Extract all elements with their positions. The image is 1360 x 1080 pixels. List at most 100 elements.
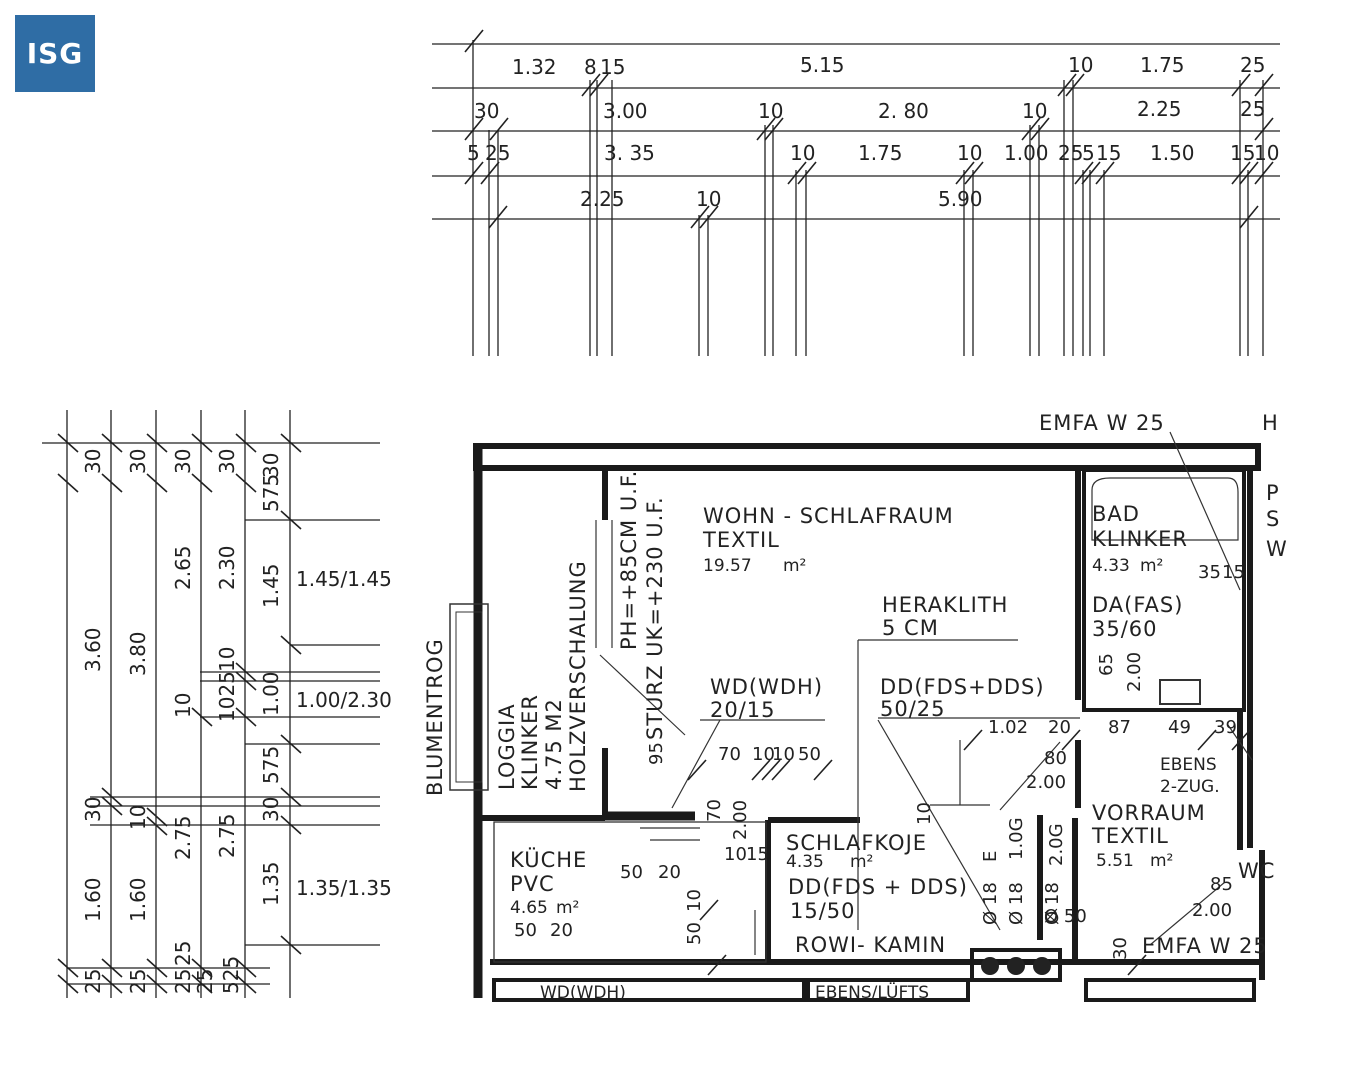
dim-t21: 1.00 — [1004, 141, 1049, 165]
dim-t17: 3. 35 — [604, 141, 655, 165]
room-bad-unit: m² — [1140, 556, 1163, 576]
edge-r4: W — [1266, 537, 1288, 561]
room-labels: WOHN - SCHLAFRAUM TEXTIL 19.57 m² BAD KL… — [495, 502, 1206, 923]
dim-l10: 2.30 — [215, 545, 239, 590]
dim-p11: 49 — [1168, 717, 1191, 738]
room-vorraum-area: 5.51 — [1096, 851, 1134, 871]
note-ebens: EBENS — [1160, 755, 1217, 775]
dim-l6: 575 — [259, 474, 283, 512]
note-emfa-bottom: EMFA W 25 — [1142, 934, 1268, 958]
dim-p35: 85 — [1210, 874, 1233, 895]
dim-l19: 2.75 — [171, 815, 195, 860]
dim-p4: 10 — [772, 744, 795, 765]
dim-l13: 1025 — [215, 671, 239, 722]
dim-l22: 1.60 — [81, 877, 105, 922]
dim-p20: 2.00 — [730, 800, 751, 840]
dim-l16: 575 — [259, 746, 283, 784]
note-heraklith-dim: 5 CM — [882, 616, 939, 640]
room-kueche-unit: m² — [556, 898, 579, 918]
dim-t12: 10 — [1022, 99, 1047, 123]
edge-r5: WC — [1238, 859, 1275, 883]
room-wohn-unit: m² — [783, 556, 806, 576]
note-emfa-top: EMFA W 25 — [1039, 411, 1165, 435]
window-size-3: 1.35/1.35 — [296, 876, 392, 900]
room-schlafkoje-name: SCHLAFKOJE — [786, 831, 927, 855]
dim-l11: 1.45 — [259, 563, 283, 608]
dim-p34: Ø 50 — [1044, 906, 1087, 927]
dim-l8: 3.80 — [126, 631, 150, 676]
dim-p18: 20 — [658, 862, 681, 883]
dim-t22: 25 — [1058, 141, 1083, 165]
dim-l9: 2.65 — [171, 545, 195, 590]
dim-l29: 25 — [193, 969, 217, 994]
dim-p1: 95 — [646, 742, 667, 765]
room-loggia-floor: KLINKER — [518, 694, 542, 790]
room-wohn-name: WOHN - SCHLAFRAUM — [703, 504, 954, 528]
dim-t27: 10 — [1254, 141, 1279, 165]
note-dd: DD(FDS+DDS) — [880, 675, 1045, 699]
room-bad-area: 4.33 — [1092, 556, 1130, 576]
room-kueche-name: KÜCHE — [510, 847, 587, 872]
dim-t25: 1.50 — [1150, 141, 1195, 165]
dim-t26: 15 — [1230, 141, 1255, 165]
dim-p6: 1.02 — [988, 717, 1028, 738]
room-schlafkoje-unit: m² — [850, 852, 873, 872]
dim-t11: 2. 80 — [878, 99, 929, 123]
dim-p22: 15 — [746, 844, 769, 865]
dim-p25: 50 — [684, 922, 705, 945]
dim-t4: 5.15 — [800, 53, 845, 77]
dim-t15: 5 — [467, 141, 480, 165]
dim-l18: 10 — [126, 805, 150, 830]
dim-l27: 25 — [126, 969, 150, 994]
edge-r2: P — [1266, 481, 1280, 505]
isg-logo: ISG — [15, 15, 95, 92]
left-dimension-chains: 30 30 30 30 30 575 3.60 3.80 2.65 2.30 1… — [42, 410, 392, 998]
dim-t10: 10 — [758, 99, 783, 123]
right-edge-labels: H P S W WC — [1238, 411, 1288, 883]
dim-l23: 1.60 — [126, 877, 150, 922]
dim-t6: 1.75 — [1140, 53, 1185, 77]
note-heraklith: HERAKLITH — [882, 593, 1008, 617]
dim-p33: Ø 18 — [1042, 882, 1063, 925]
room-schlafkoje-area: 4.35 — [786, 852, 824, 872]
dim-p29: 2.0G — [1046, 823, 1067, 866]
note-rowi-kamin: ROWI- KAMIN — [795, 933, 946, 957]
dim-p23: 50 — [514, 920, 537, 941]
dim-l3: 30 — [171, 449, 195, 474]
dim-p28: 1.0G — [1006, 817, 1027, 860]
dim-l24: 1.35 — [259, 861, 283, 906]
room-loggia-name: LOGGIA — [495, 703, 519, 790]
dim-l1: 30 — [81, 449, 105, 474]
room-bad-floor: KLINKER — [1092, 527, 1188, 551]
dim-t5: 10 — [1068, 53, 1093, 77]
note-sturz: STURZ UK=+230 U.F. — [643, 496, 667, 740]
dim-t23: 5 — [1082, 141, 1095, 165]
dim-t30: 5.90 — [938, 187, 983, 211]
dim-l28: 25 — [171, 969, 195, 994]
dim-t9: 3.00 — [603, 99, 648, 123]
note-ebens-bottom: EBENS/LÜFTS — [815, 981, 929, 1003]
dim-p2: 70 — [718, 744, 741, 765]
dim-l21: 30 — [259, 797, 283, 822]
dim-l17: 30 — [81, 797, 105, 822]
dim-p5: 50 — [798, 744, 821, 765]
dim-l5: 30 — [259, 453, 283, 478]
dim-t14: 25 — [1240, 97, 1265, 121]
window-size-2: 1.00/2.30 — [296, 688, 392, 712]
annotations: EMFA W 25 EMFA W 25 BLUMENTROG HOLZVERSC… — [423, 411, 1268, 1003]
room-wohn-area: 19.57 — [703, 556, 752, 576]
note-holzverschalung: HOLZVERSCHALUNG — [566, 560, 590, 792]
dim-t20: 10 — [957, 141, 982, 165]
dim-t16: 25 — [485, 141, 510, 165]
room-vorraum-name: VORRAUM — [1092, 801, 1206, 825]
dim-p31: Ø 18 — [980, 882, 1001, 925]
dim-t1: 1.32 — [512, 55, 557, 79]
dim-p7: 20 — [1048, 717, 1071, 738]
note-wd-bottom: WD(WDH) — [540, 983, 626, 1003]
dim-t28: 2.25 — [580, 187, 625, 211]
dim-p15: 35 — [1198, 562, 1221, 583]
dim-p10: 87 — [1108, 717, 1131, 738]
dim-l14: 10 — [215, 647, 239, 672]
note-ph: PH=+85CM U.F. — [617, 470, 641, 650]
